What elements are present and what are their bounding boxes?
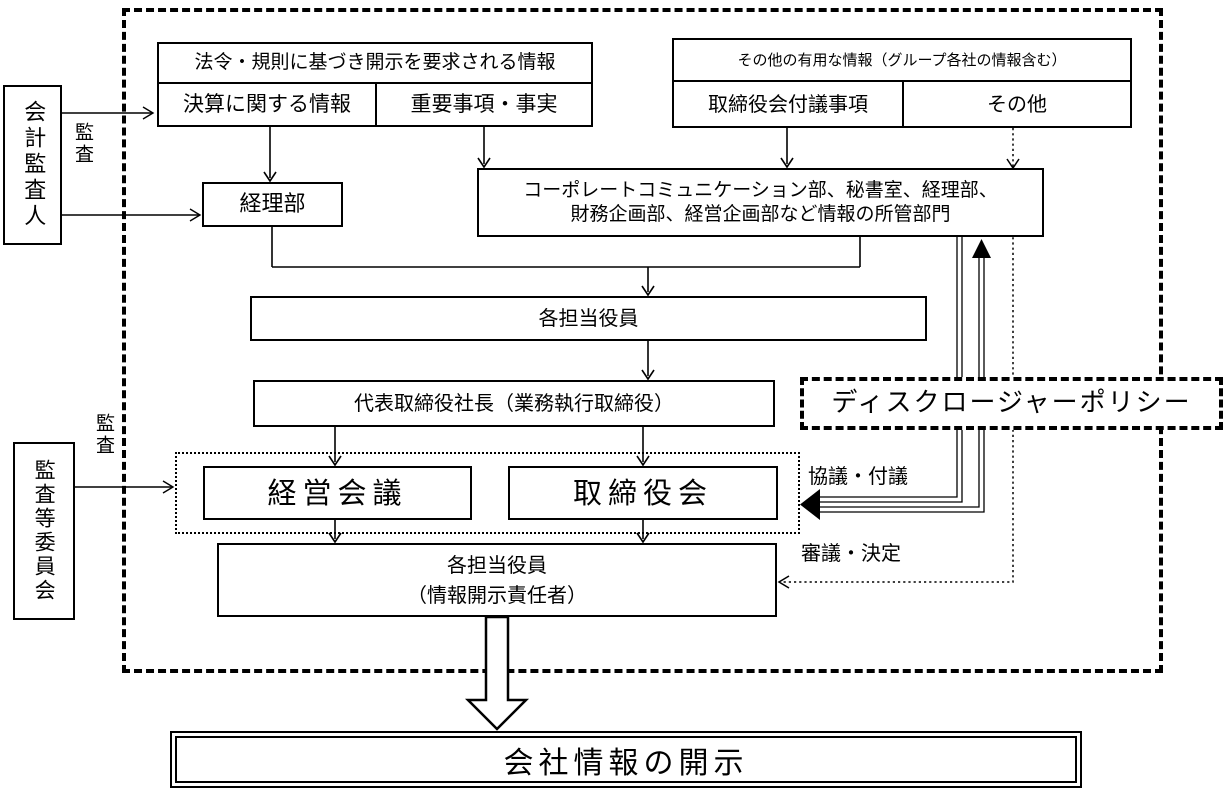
info-departments-box: コーポレートコミュニケーション部、秘書室、経理部、 財務企画部、経営企画部など情…	[477, 168, 1044, 237]
audit-arrows	[62, 106, 202, 494]
company-disclosure-title: 会社情報の開示	[175, 736, 1077, 783]
important-matters-cell: 重要事項・事実	[410, 92, 558, 117]
officers-disclosure-line1: 各担当役員	[447, 553, 547, 577]
company-disclosure-box: 会社情報の開示	[170, 731, 1082, 788]
info-departments-line2: 財務企画部、経営企画部など情報の所管部門	[570, 202, 951, 225]
board-of-directors-box: 取締役会	[508, 466, 778, 520]
officers-disclosure-line2: （情報開示責任者）	[407, 583, 587, 607]
other-useful-info-header: その他の有用な情報（グループ各社の情報含む）	[674, 40, 1130, 82]
law-required-info-row: 決算に関する情報 重要事項・事実	[159, 84, 591, 125]
block-arrow-down	[464, 615, 530, 731]
audit-label-bottom: 監査	[93, 413, 115, 457]
audit-label-top: 監査	[72, 122, 94, 166]
accounting-dept-box: 経理部	[202, 182, 343, 227]
officers-box: 各担当役員	[250, 296, 927, 341]
others-cell: その他	[987, 91, 1047, 116]
disclosure-policy-box: ディスクロージャーポリシー	[800, 377, 1223, 430]
deliberate-decide-label: 審議・決定	[801, 541, 901, 565]
financial-results-info-cell: 決算に関する情報	[159, 84, 377, 125]
president-box: 代表取締役社長（業務執行取締役）	[253, 380, 775, 427]
other-useful-info-table: その他の有用な情報（グループ各社の情報含む） 取締役会付議事項 その他	[672, 38, 1132, 128]
policy-double-lines	[800, 237, 991, 520]
internal-process-boundary	[122, 8, 1163, 673]
board-agenda-cell: 取締役会付議事項	[674, 82, 904, 126]
management-meeting-box: 経営会議	[203, 466, 472, 520]
deliberation-bodies-container	[175, 452, 800, 534]
law-required-info-table: 法令・規則に基づき開示を要求される情報 決算に関する情報 重要事項・事実	[157, 42, 593, 127]
flow-arrows	[263, 127, 861, 544]
accounting-auditor-box: 会計監査人	[3, 85, 62, 245]
consult-submit-label: 協議・付議	[808, 464, 908, 488]
info-departments-line1: コーポレートコミュニケーション部、秘書室、経理部、	[523, 178, 998, 201]
law-required-info-header: 法令・規則に基づき開示を要求される情報	[159, 44, 591, 84]
other-useful-info-row: 取締役会付議事項 その他	[674, 82, 1130, 126]
officers-disclosure-box: 各担当役員 （情報開示責任者）	[217, 543, 777, 617]
audit-committee-box: 監査等委員会	[13, 442, 75, 620]
